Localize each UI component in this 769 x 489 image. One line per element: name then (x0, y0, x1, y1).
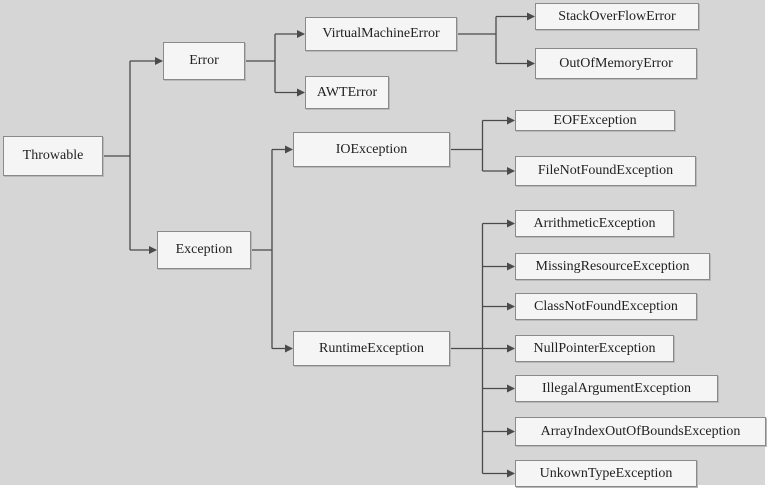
illegal-argument-exception-node: IllegalArgumentException (515, 375, 718, 402)
null-pointer-exception-node: NullPointerException (515, 335, 674, 362)
throwable-node: Throwable (3, 136, 103, 176)
file-not-found-exception-node: FileNotFoundException (515, 156, 696, 186)
virtual-machine-error-node: VirtualMachineError (305, 17, 457, 51)
awt-error-node: AWTError (305, 76, 389, 109)
missing-resource-exception-node: MissingResourceException (515, 253, 710, 280)
class-not-found-exception-node: ClassNotFoundException (515, 293, 697, 320)
array-index-out-of-bounds-exception-node: ArrayIndexOutOfBoundsException (515, 417, 766, 446)
out-of-memory-error-node: OutOfMemoryError (535, 48, 697, 79)
stack-overflow-error-node: StackOverFlowError (535, 3, 699, 30)
io-exception-node: IOException (293, 132, 450, 167)
unknown-type-exception-node: UnkownTypeException (515, 460, 697, 487)
exception-node: Exception (157, 231, 251, 269)
arithmetic-exception-node: ArrithmeticException (515, 210, 674, 237)
eof-exception-node: EOFException (515, 110, 675, 131)
runtime-exception-node: RuntimeException (293, 331, 450, 366)
error-node: Error (163, 42, 245, 80)
